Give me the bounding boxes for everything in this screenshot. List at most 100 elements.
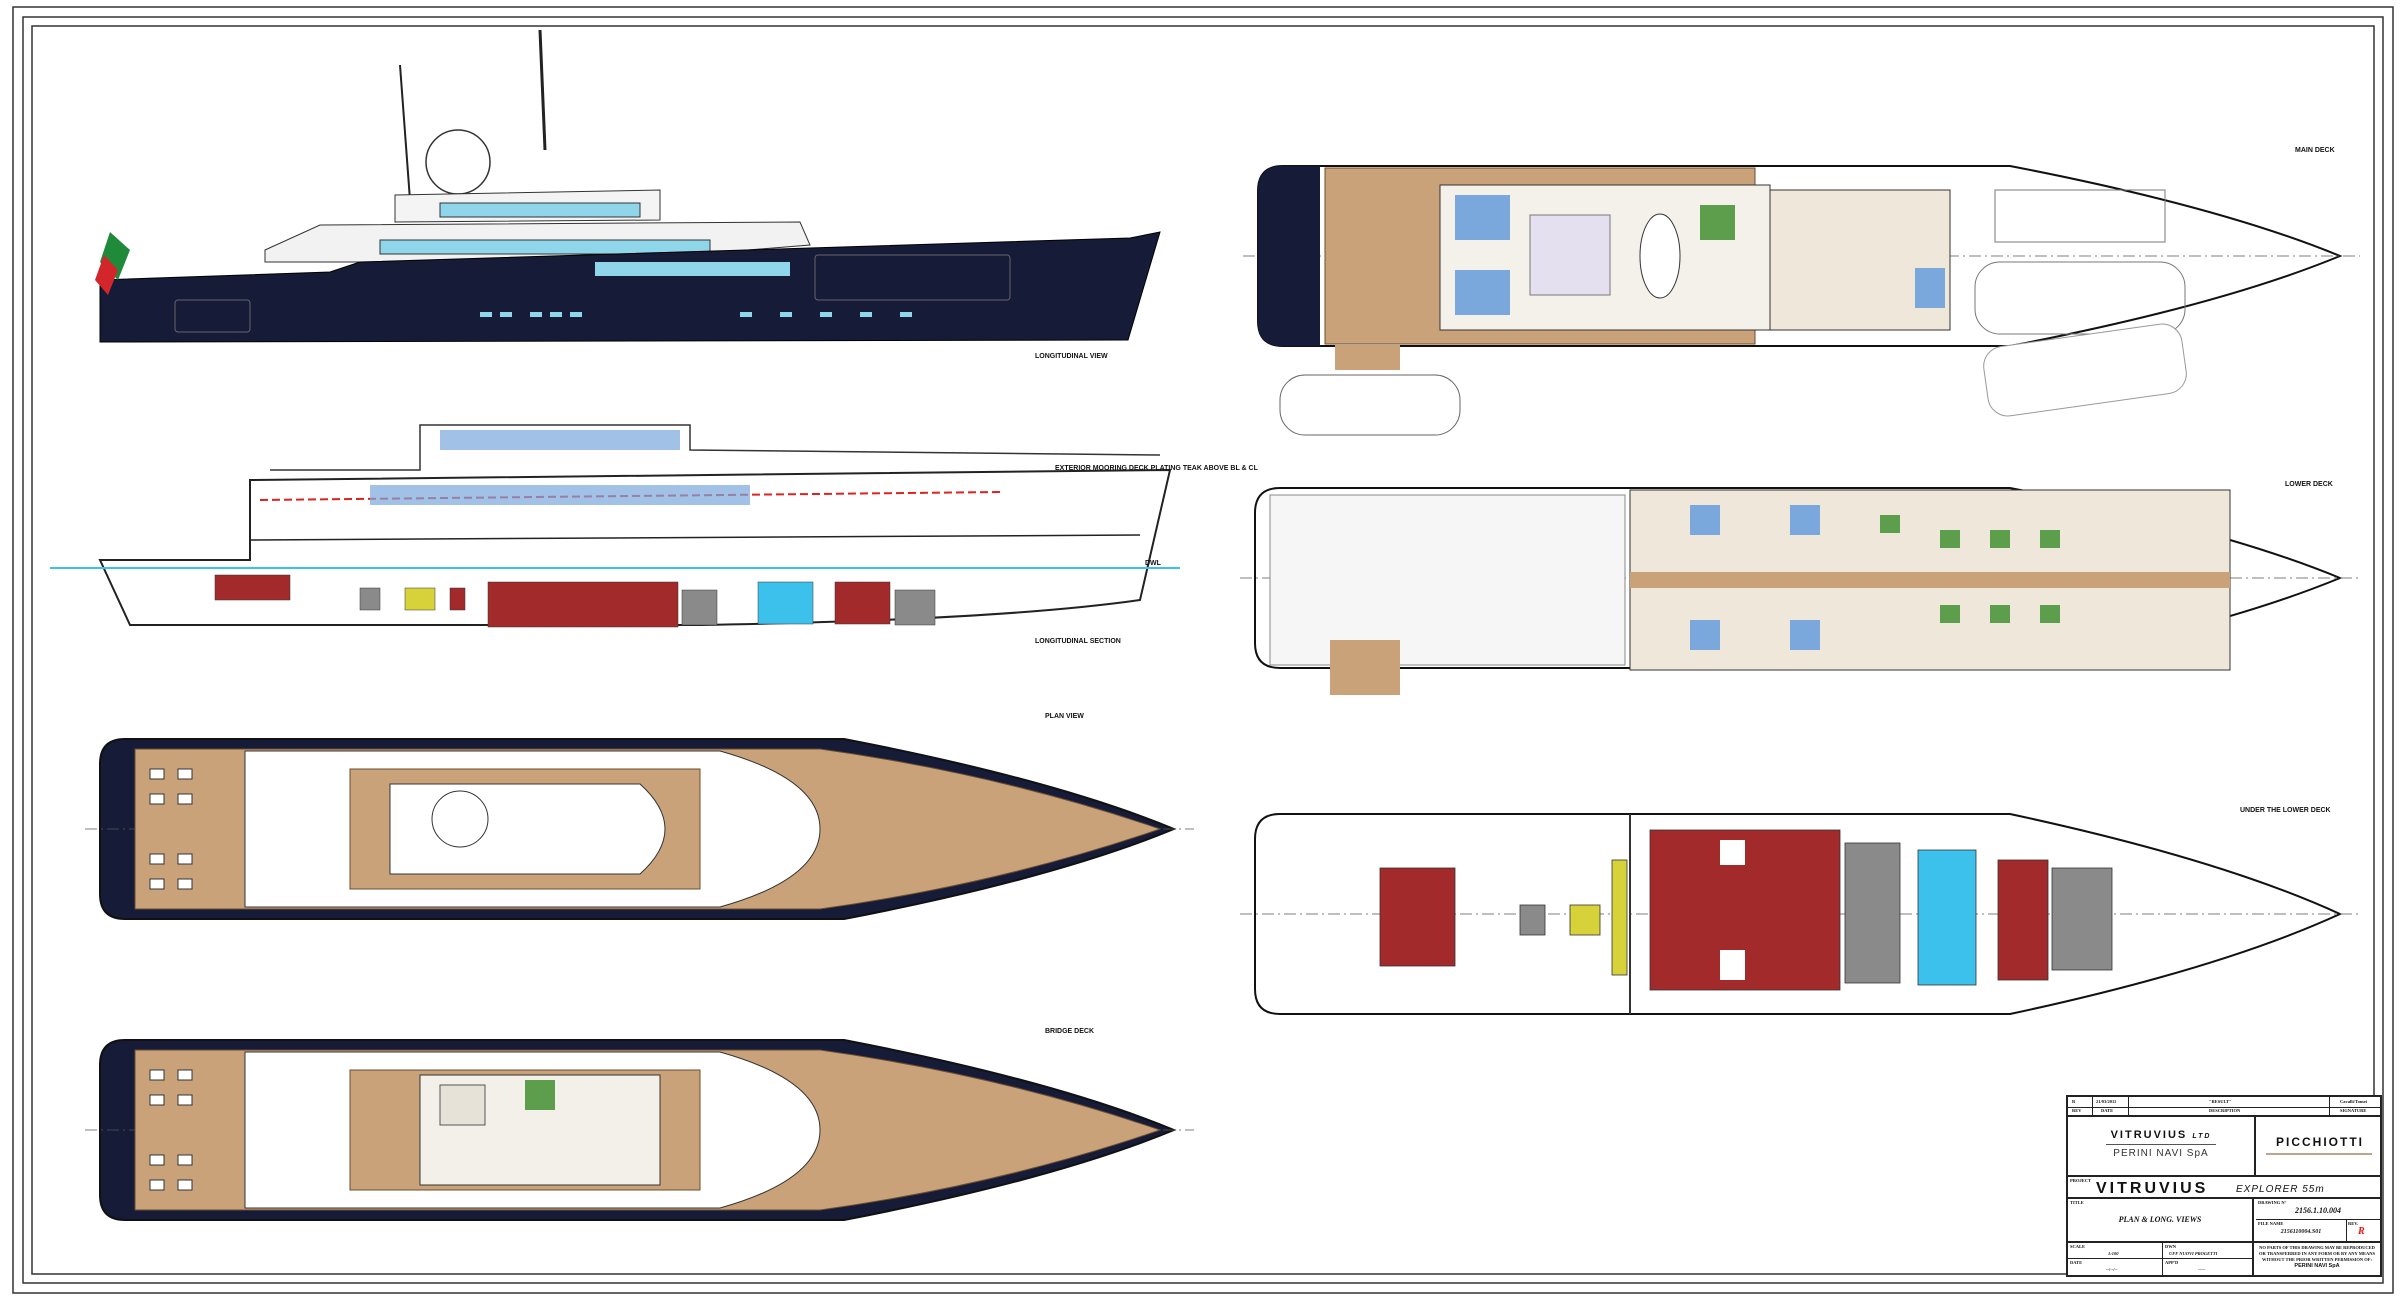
project-model: EXPLORER 55m	[2236, 1184, 2325, 1195]
tank-cutout	[1720, 950, 1745, 980]
helipad-icon	[431, 790, 489, 848]
company-row: VITRUVIUS LTD PERINI NAVI SpA PICCHIOTTI	[2068, 1117, 2380, 1177]
rev-value: R	[2072, 1099, 2076, 1104]
main-deck	[1243, 165, 2360, 436]
porthole	[900, 312, 912, 317]
rev-signature: Cavalli/Tomei	[2340, 1099, 2367, 1104]
porthole	[860, 312, 872, 317]
rev-header: REV	[2072, 1108, 2082, 1113]
beach-club	[1269, 494, 1626, 666]
longitudinal-section: LONGITUDINAL SECTION EXTERIOR MOORING DE…	[50, 424, 1259, 645]
section-hull	[98, 468, 1172, 626]
tender	[1974, 261, 2186, 335]
shell-door	[814, 254, 1011, 301]
rescue-tender	[1279, 374, 1461, 436]
porthole	[780, 312, 792, 317]
tank	[894, 589, 936, 626]
portholes	[480, 312, 912, 317]
date-cell: DATE --/--/--	[2068, 1259, 2163, 1275]
rev-letter: R	[2358, 1226, 2365, 1237]
drawing-no-label: DRAWING N°	[2258, 1200, 2287, 1205]
lower-deck	[1240, 487, 2360, 695]
tank	[214, 574, 291, 601]
appd-label: APP'D	[2165, 1260, 2179, 1265]
sunbed	[149, 853, 165, 865]
rev-description: "RESULT"	[2209, 1099, 2232, 1104]
rev-header-cell: REV	[2068, 1107, 2093, 1115]
crew-bunk	[1880, 515, 1900, 533]
date-value: --/--/--	[2106, 1267, 2118, 1272]
rev-date: 21/03/2011	[2096, 1099, 2117, 1104]
porthole	[570, 312, 582, 317]
sunbed	[177, 1179, 193, 1191]
file-name: 2156110004.S01	[2280, 1229, 2322, 1235]
section-deck-line	[270, 424, 1161, 471]
appd-cell: APP'D -----	[2163, 1259, 2254, 1275]
captain-cabin	[525, 1080, 555, 1110]
guest-bed	[1690, 620, 1720, 650]
drawing-number: 2156.1.10.004	[2295, 1206, 2341, 1215]
crew-bunk	[1940, 605, 1960, 623]
owner-suite	[1769, 189, 1951, 331]
main-windows	[379, 239, 711, 255]
waterline-label: DWL	[1145, 560, 1162, 567]
tank	[1379, 867, 1456, 967]
tank	[1917, 849, 1977, 986]
section-tanks	[214, 574, 936, 628]
bridge-room	[439, 1084, 486, 1126]
sunbed	[177, 1094, 193, 1106]
porthole	[820, 312, 832, 317]
lounge	[1455, 195, 1510, 240]
corridor	[1630, 572, 2230, 588]
outer-border	[12, 6, 2394, 1294]
main-deck-line	[249, 534, 1141, 541]
tender-door	[174, 299, 251, 333]
sunbed	[149, 793, 165, 805]
lounge	[1455, 270, 1510, 315]
tank	[359, 587, 381, 611]
radar-mast	[538, 29, 547, 151]
company-divider	[2106, 1144, 2216, 1145]
sunbed	[177, 878, 193, 890]
dwn-value: UFF NUOVI PROGETTI	[2169, 1251, 2218, 1256]
tank	[449, 587, 466, 611]
longitudinal-view: LONGITUDINAL VIEW	[95, 29, 1161, 360]
rev-letter-cell: REV. R	[2346, 1220, 2380, 1241]
project-row: PROJECT VITRUVIUS EXPLORER 55m	[2068, 1177, 2380, 1199]
shipyard-logo: PICCHIOTTI	[2276, 1135, 2364, 1149]
tank	[487, 581, 679, 628]
revision-header: REV DATE DESCRIPTION SIGNATURE	[2068, 1107, 2380, 1117]
title-cell: TITLE PLAN & LONG. VIEWS	[2068, 1199, 2254, 1241]
title-block: R 21/03/2011 "RESULT" Cavalli/Tomei REV …	[2066, 1095, 2382, 1277]
company-name: VITRUVIUS	[2110, 1129, 2188, 1141]
company-suffix: LTD	[2192, 1133, 2212, 1140]
main-deck-label: MAIN DECK	[2295, 147, 2335, 154]
dwn-cell: DWN UFF NUOVI PROGETTI	[2163, 1243, 2254, 1259]
file-name-label: FILE NAME	[2258, 1221, 2284, 1226]
swim-platform	[1335, 345, 1400, 370]
description-header: DESCRIPTION	[2209, 1108, 2241, 1113]
scale-label: SCALE	[2070, 1244, 2086, 1249]
builder-name: PERINI NAVI SpA	[2113, 1148, 2209, 1159]
notice-cell: NO PARTS OF THIS DRAWING MAY BE REPRODUC…	[2258, 1245, 2376, 1269]
project-name: VITRUVIUS	[2096, 1180, 2209, 1197]
hull-windows	[595, 262, 790, 276]
hull-profile	[99, 231, 1161, 343]
company-cell: VITRUVIUS LTD PERINI NAVI SpA	[2068, 1117, 2256, 1175]
description-header-cell: DESCRIPTION	[2129, 1107, 2330, 1115]
project-label: PROJECT	[2070, 1178, 2092, 1183]
sun-deck-roof	[389, 783, 666, 875]
guest-bed	[1790, 505, 1820, 535]
deck-plans	[85, 165, 2360, 1221]
office	[1700, 205, 1735, 240]
title-label: TITLE	[2070, 1200, 2084, 1205]
middle-border	[22, 16, 2384, 1284]
section-note: EXTERIOR MOORING DECK PLATING TEAK ABOVE…	[1055, 465, 1259, 472]
sunbed	[149, 1094, 165, 1106]
appd-value: -----	[2198, 1267, 2206, 1272]
title-row: TITLE PLAN & LONG. VIEWS DRAWING N° 2156…	[2068, 1199, 2380, 1243]
copyright-notice: NO PARTS OF THIS DRAWING MAY BE REPRODUC…	[2259, 1245, 2375, 1262]
date-header-cell: DATE	[2093, 1107, 2129, 1115]
shipyard-underline	[2266, 1153, 2372, 1155]
sunbed	[149, 1179, 165, 1191]
